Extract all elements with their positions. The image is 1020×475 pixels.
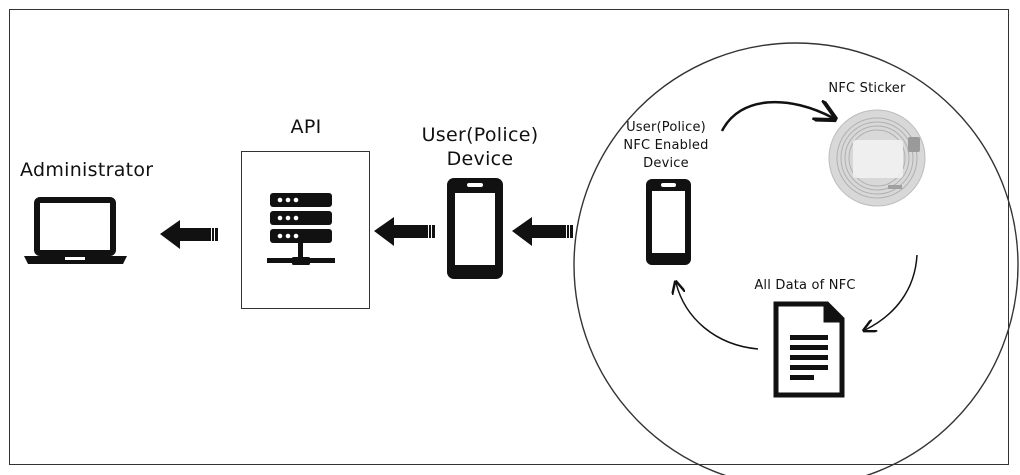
nfc-device-label-line2: NFC Enabled bbox=[623, 138, 709, 153]
curve-arrow-device-to-sticker bbox=[720, 102, 833, 132]
arrow-api-to-administrator bbox=[160, 220, 218, 249]
nfc-device-label-line3: Device bbox=[643, 156, 689, 171]
user-device-label-line2: Device bbox=[446, 148, 514, 170]
curve-arrow-data-to-device bbox=[676, 283, 759, 350]
nfc-device-label-line1: User(Police) bbox=[626, 120, 706, 135]
nfc-device-icon bbox=[646, 179, 691, 265]
curve-arrow-sticker-to-data bbox=[865, 254, 918, 330]
api-label: API bbox=[290, 116, 322, 138]
user-device-label-line1: User(Police) bbox=[421, 124, 539, 146]
diagram-frame bbox=[9, 9, 1009, 465]
nfc-sticker-label: NFC Sticker bbox=[828, 81, 906, 96]
laptop-icon bbox=[24, 197, 127, 264]
document-icon bbox=[773, 301, 845, 398]
nfc-data-label: All Data of NFC bbox=[754, 278, 856, 293]
nfc-process-circle bbox=[573, 42, 1019, 475]
arrow-nfc-to-device bbox=[512, 217, 573, 246]
nfc-sticker-icon bbox=[828, 109, 926, 207]
api-box bbox=[241, 151, 370, 309]
arrow-device-to-api bbox=[374, 217, 435, 246]
smartphone-icon bbox=[447, 178, 503, 279]
administrator-label: Administrator bbox=[20, 159, 154, 181]
server-icon bbox=[267, 193, 335, 265]
